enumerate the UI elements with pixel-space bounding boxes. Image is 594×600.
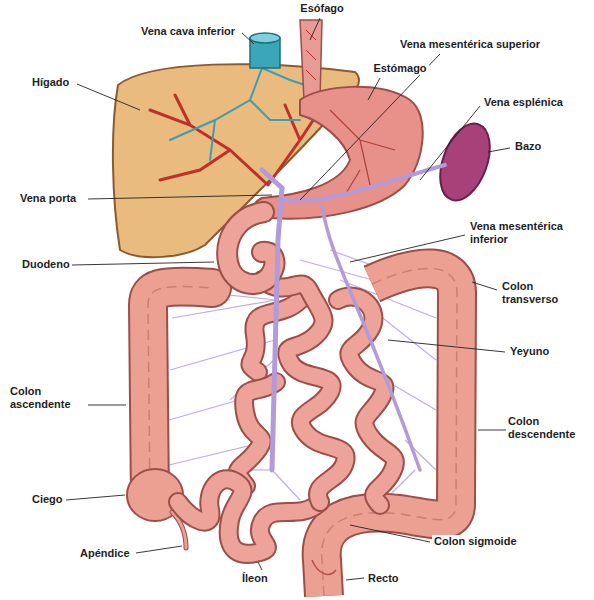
part-label: Colon sigmoide [432,535,519,548]
part-label: Apéndice [78,547,132,560]
part-label: Vena mesentérica superior [398,38,542,51]
part-label: Esófago [298,2,345,15]
part-label: Estómago [371,62,428,75]
part-label: Yeyuno [508,345,551,358]
part-label: Hígado [30,76,71,89]
part-label: Colon transverso [500,280,574,306]
part-label: Vena mesentérica inferior [468,220,584,246]
part-label: Vena porta [18,192,78,205]
part-label: Ciego [30,493,65,506]
part-label: Vena esplénica [482,96,565,109]
part-label: Recto [366,572,401,585]
part-label: Colon descendente [506,415,590,441]
part-label: Colon ascendente [8,385,88,411]
part-label: Vena cava inferior [139,25,237,38]
part-label: Duodeno [20,258,72,271]
part-label: Bazo [513,140,543,153]
part-label: Íleon [240,572,270,585]
